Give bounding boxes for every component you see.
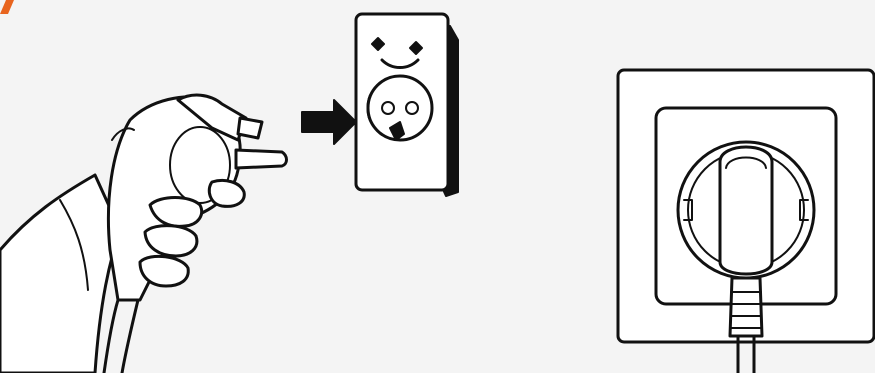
arrow-right-icon: [301, 99, 357, 145]
accent-mark: [0, 0, 14, 14]
hand-plug-icon: [0, 93, 288, 373]
plugged-socket-icon: [616, 68, 875, 373]
wall-socket-icon: [354, 12, 459, 197]
